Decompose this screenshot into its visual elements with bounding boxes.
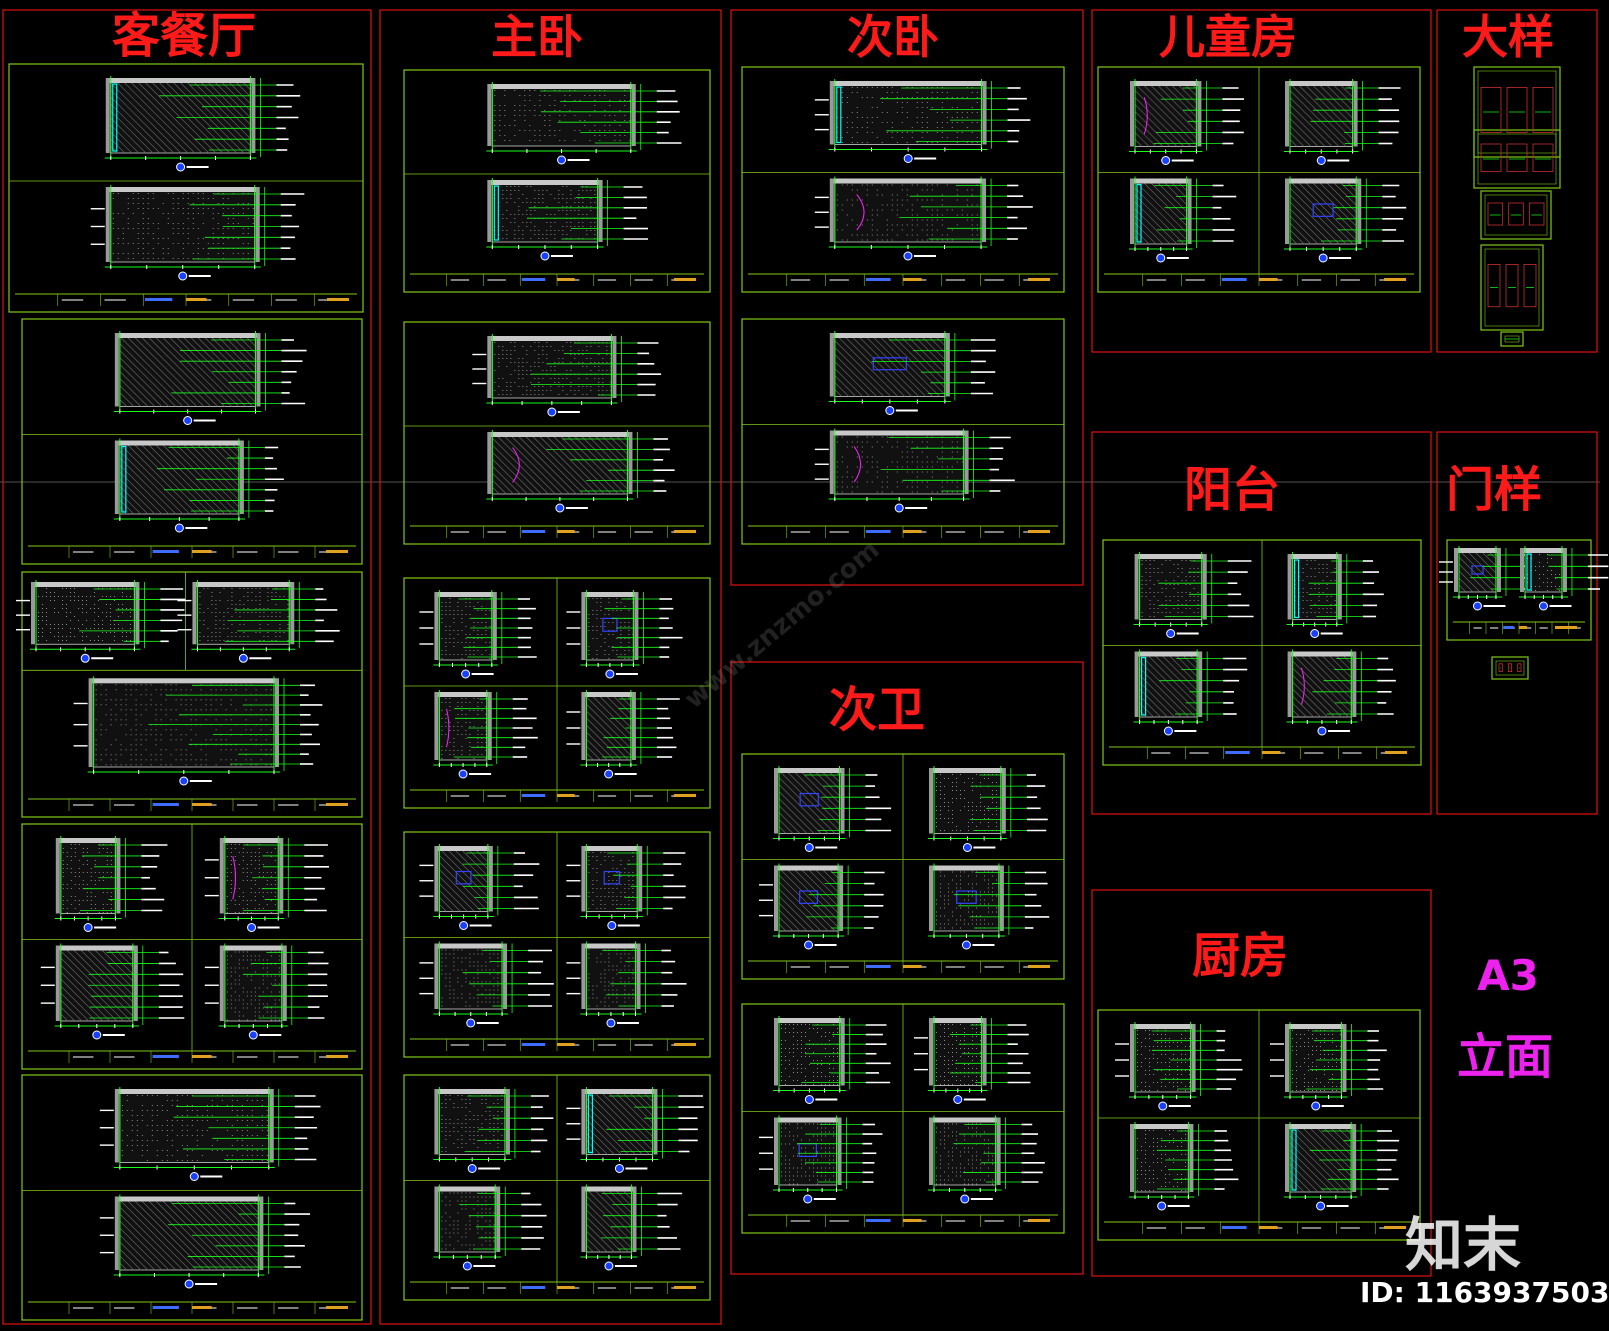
section-frame-second-bathroom <box>730 661 1084 1275</box>
section-frame-second-bedroom <box>730 9 1084 586</box>
section-frame-kids-room <box>1091 9 1432 353</box>
section-title-master-bedroom: 主卧 <box>491 10 583 64</box>
drawing-sheet <box>1491 656 1529 680</box>
section-frame-details <box>1436 9 1598 353</box>
watermark-id: ID: 1163937503 <box>1360 1276 1609 1309</box>
section-frame-door-samples <box>1436 431 1598 815</box>
watermark-logo: 知末 <box>1405 1211 1522 1279</box>
drawing-sheet <box>741 318 1065 545</box>
section-title-second-bedroom: 次卧 <box>847 10 939 64</box>
section-frame-living-dining <box>2 9 372 1325</box>
drawing-sheet <box>21 1074 363 1321</box>
drawing-sheet <box>741 66 1065 293</box>
drawing-sheet <box>1473 129 1561 189</box>
drawing-sheet <box>1446 539 1592 641</box>
view-type-label: 立面 <box>1456 1029 1554 1085</box>
section-title-balcony: 阳台 <box>1183 462 1281 518</box>
section-frame-balcony <box>1091 431 1432 815</box>
section-title-kitchen: 厨房 <box>1191 928 1289 984</box>
section-title-details: 大样 <box>1462 10 1554 64</box>
section-title-second-bathroom: 次卫 <box>828 682 926 738</box>
section-title-living-dining: 客餐厅 <box>111 8 257 64</box>
drawing-sheet <box>8 63 364 313</box>
section-frame-master-bedroom <box>379 9 722 1325</box>
drawing-sheet <box>21 318 363 565</box>
section-title-door-samples: 门样 <box>1445 462 1543 518</box>
drawing-sheet <box>1480 244 1544 331</box>
drawing-sheet <box>403 321 711 545</box>
drawing-sheet <box>1480 190 1552 240</box>
drawing-sheet <box>1500 331 1524 347</box>
drawing-sheet <box>403 69 711 293</box>
paper-size-label: A3 <box>1477 951 1539 1000</box>
section-title-kids-room: 儿童房 <box>1159 10 1297 64</box>
section-frame-kitchen <box>1091 889 1432 1277</box>
drawing-sheet <box>21 571 363 818</box>
drawing-sheet <box>1473 66 1561 158</box>
